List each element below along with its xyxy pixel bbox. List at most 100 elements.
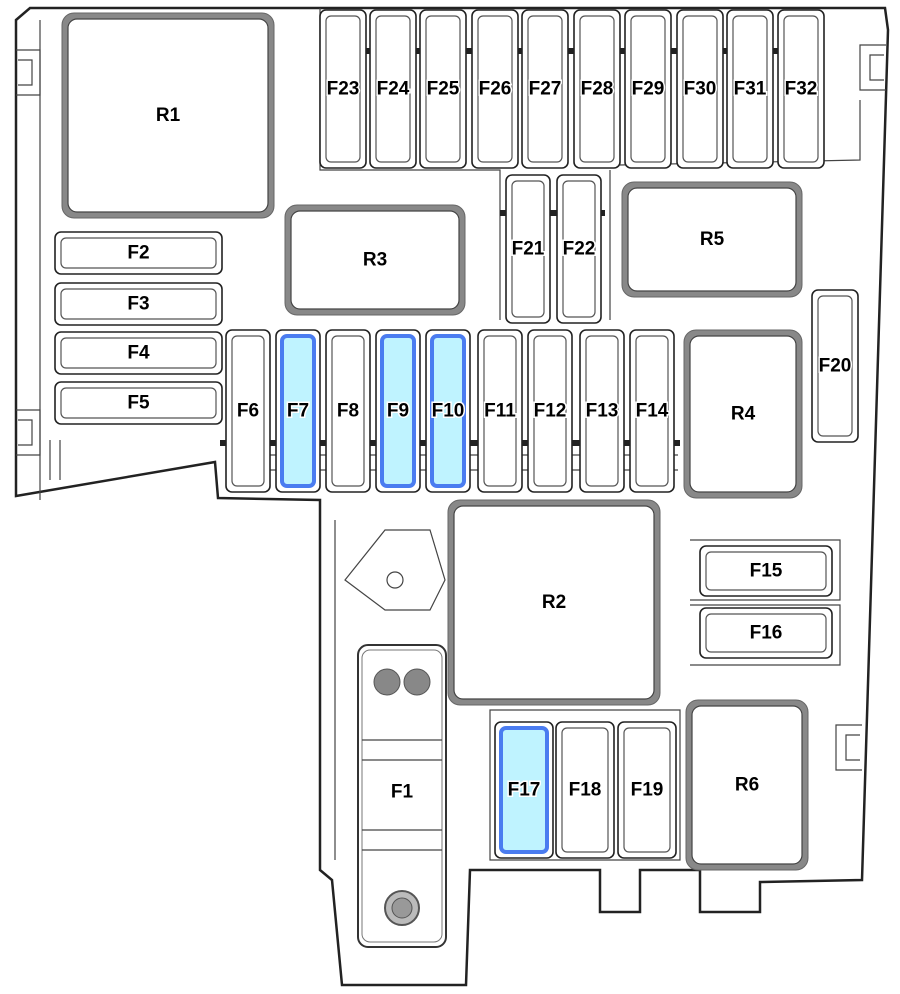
fuse-f18: F18 bbox=[555, 721, 615, 859]
fuse-f25-label: F25 bbox=[427, 79, 460, 100]
fuse-f9: F9 bbox=[375, 329, 421, 493]
fuse-f27-body bbox=[527, 15, 563, 163]
relay-r6-label: R6 bbox=[735, 775, 759, 796]
relay-r5-body bbox=[627, 187, 797, 292]
fuse-f19-label: F19 bbox=[631, 780, 664, 801]
fuse-f22: F22 bbox=[556, 174, 602, 324]
fuse-f4-label: F4 bbox=[127, 343, 150, 364]
fuse-f14-label: F14 bbox=[636, 401, 669, 422]
relay-r4-label: R4 bbox=[731, 404, 756, 425]
relay-r3-body bbox=[290, 210, 460, 310]
fuse-f22-body bbox=[562, 180, 596, 318]
fuse-f29-label: F29 bbox=[632, 79, 665, 100]
fuse-f2-body bbox=[60, 237, 217, 269]
fuse-f18-body bbox=[561, 727, 609, 853]
fuse-f15-label: F15 bbox=[750, 561, 783, 582]
fuse-f6-body bbox=[231, 335, 265, 487]
mounting-clips bbox=[16, 44, 886, 771]
fuse-f13: F13 bbox=[579, 329, 625, 493]
fuse-f8: F8 bbox=[325, 329, 371, 493]
fuse-f4: F4 bbox=[54, 331, 223, 375]
fuse-f26-label: F26 bbox=[479, 79, 512, 100]
fuse-f13-label: F13 bbox=[586, 401, 619, 422]
fuse-f27: F27 bbox=[521, 9, 569, 169]
fuse-f10: F10 bbox=[425, 329, 471, 493]
fuse-f3-label: F3 bbox=[127, 294, 149, 315]
fuse-f27-label: F27 bbox=[529, 79, 562, 100]
fuse-f8-body bbox=[331, 335, 365, 487]
fuse-f14: F14 bbox=[629, 329, 675, 493]
fuse-f9-body bbox=[380, 334, 416, 488]
fuse-f19-body bbox=[623, 727, 671, 853]
fuse-f3: F3 bbox=[54, 282, 223, 326]
fuse-f3-body bbox=[60, 288, 217, 320]
fuse-f1-label: F1 bbox=[391, 782, 414, 803]
fuse-f15: F15 bbox=[699, 545, 833, 597]
fuse-f2-label: F2 bbox=[127, 243, 149, 264]
fuse-f31: F31 bbox=[726, 9, 774, 169]
fuse-f12: F12 bbox=[527, 329, 573, 493]
fuse-f17-label: F17 bbox=[508, 780, 541, 801]
relay-r2: R2 bbox=[447, 499, 661, 706]
fuse-f21-body bbox=[511, 180, 545, 318]
fuse-f8-label: F8 bbox=[337, 401, 359, 422]
fuse-f31-body bbox=[732, 15, 768, 163]
fuse-f23: F23 bbox=[319, 9, 367, 169]
fuse-f23-label: F23 bbox=[327, 79, 360, 100]
relay-r5: R5 bbox=[621, 181, 803, 298]
fuse-f28-body bbox=[579, 15, 615, 163]
relay-r2-label: R2 bbox=[542, 592, 566, 613]
fuse-f4-body bbox=[60, 337, 217, 369]
relay-r5-label: R5 bbox=[700, 229, 725, 250]
fuse-f16-label: F16 bbox=[750, 623, 783, 644]
fuse-f10-label: F10 bbox=[432, 401, 465, 422]
fuse-f30-body bbox=[682, 15, 718, 163]
fuse-f19: F19 bbox=[617, 721, 677, 859]
fuse-f25-body bbox=[425, 15, 461, 163]
fuse-f7-label: F7 bbox=[287, 401, 309, 422]
relay-r4: R4 bbox=[683, 329, 803, 499]
fuse-f30: F30 bbox=[676, 9, 724, 169]
fuse-f6-label: F6 bbox=[237, 401, 259, 422]
fuse-f14-body bbox=[635, 335, 669, 487]
fuse-f18-label: F18 bbox=[569, 780, 602, 801]
fuse-f11-label: F11 bbox=[484, 401, 516, 422]
fuse-f25: F25 bbox=[419, 9, 467, 169]
fuse-f7: F7 bbox=[275, 329, 321, 493]
relay-r3-label: R3 bbox=[363, 250, 387, 271]
fuse-f10-body bbox=[430, 334, 466, 488]
fuse-f12-label: F12 bbox=[534, 401, 567, 422]
fuse-f5-label: F5 bbox=[127, 393, 150, 414]
fuse-f11: F11 bbox=[477, 329, 523, 493]
fuse-f32-body bbox=[783, 15, 819, 163]
relay-r2-body bbox=[453, 505, 655, 700]
fuse-f31-label: F31 bbox=[734, 79, 767, 100]
fuse-f1-housing bbox=[357, 644, 447, 948]
fuse-f5: F5 bbox=[54, 381, 223, 425]
fuse-f11-body bbox=[483, 335, 517, 487]
fuse-f24-body bbox=[375, 15, 411, 163]
fuse-f21-label: F21 bbox=[512, 239, 545, 260]
fuse-f32: F32 bbox=[777, 9, 825, 169]
fuse-f21: F21 bbox=[505, 174, 551, 324]
fuse-f16-body bbox=[705, 613, 827, 653]
fuse-f12-body bbox=[533, 335, 567, 487]
fuse-f24: F24 bbox=[369, 9, 417, 169]
relay-r1: R1 bbox=[61, 12, 275, 219]
relay-r6: R6 bbox=[685, 699, 809, 871]
fuse-f17: F17 bbox=[494, 721, 554, 859]
relay-r6-body bbox=[691, 705, 803, 865]
fuse-f5-body bbox=[60, 387, 217, 419]
fuse-f16: F16 bbox=[699, 607, 833, 659]
fuse-f28-label: F28 bbox=[581, 79, 614, 100]
fuse-f29: F29 bbox=[624, 9, 672, 169]
fuse-f15-body bbox=[705, 551, 827, 591]
fuse-f28: F28 bbox=[573, 9, 621, 169]
fuse-f9-label: F9 bbox=[387, 401, 409, 422]
fuse-f13-body bbox=[585, 335, 619, 487]
fuse-f26-body bbox=[477, 15, 513, 163]
fuse-f23-body bbox=[325, 15, 361, 163]
fuse-f17-body bbox=[499, 726, 549, 854]
relay-r1-label: R1 bbox=[156, 105, 181, 126]
